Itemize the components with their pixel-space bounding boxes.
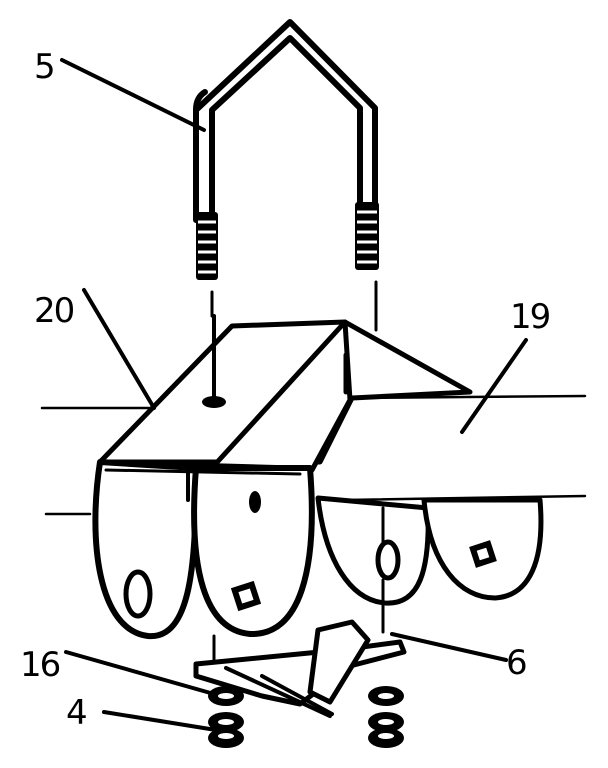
u-bolt-threads-left <box>196 212 218 280</box>
part-6-clip-plate <box>193 506 407 718</box>
callout-5: 5 <box>34 47 54 87</box>
callout-4: 4 <box>66 693 86 733</box>
callout-16: 16 <box>20 645 60 685</box>
part-16-4-nuts-left <box>208 686 244 748</box>
leader-lines <box>60 58 528 732</box>
part-5-u-bolt <box>193 19 379 332</box>
callout-labels: 5 20 19 16 4 6 <box>20 47 552 733</box>
part-19-rear-bracket <box>315 495 544 606</box>
callout-6: 6 <box>506 643 526 683</box>
part-16-4-nuts-right <box>368 686 404 748</box>
callout-20: 20 <box>34 291 74 331</box>
callout-19: 19 <box>510 297 550 337</box>
u-bolt-threads-right <box>355 202 379 270</box>
part-20-front-bracket <box>92 314 473 640</box>
